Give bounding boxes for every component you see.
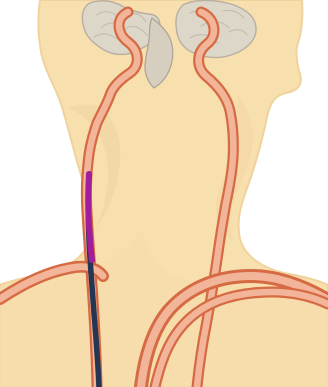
neck-artery-catheter-diagram xyxy=(0,0,328,387)
medical-illustration xyxy=(0,0,328,387)
